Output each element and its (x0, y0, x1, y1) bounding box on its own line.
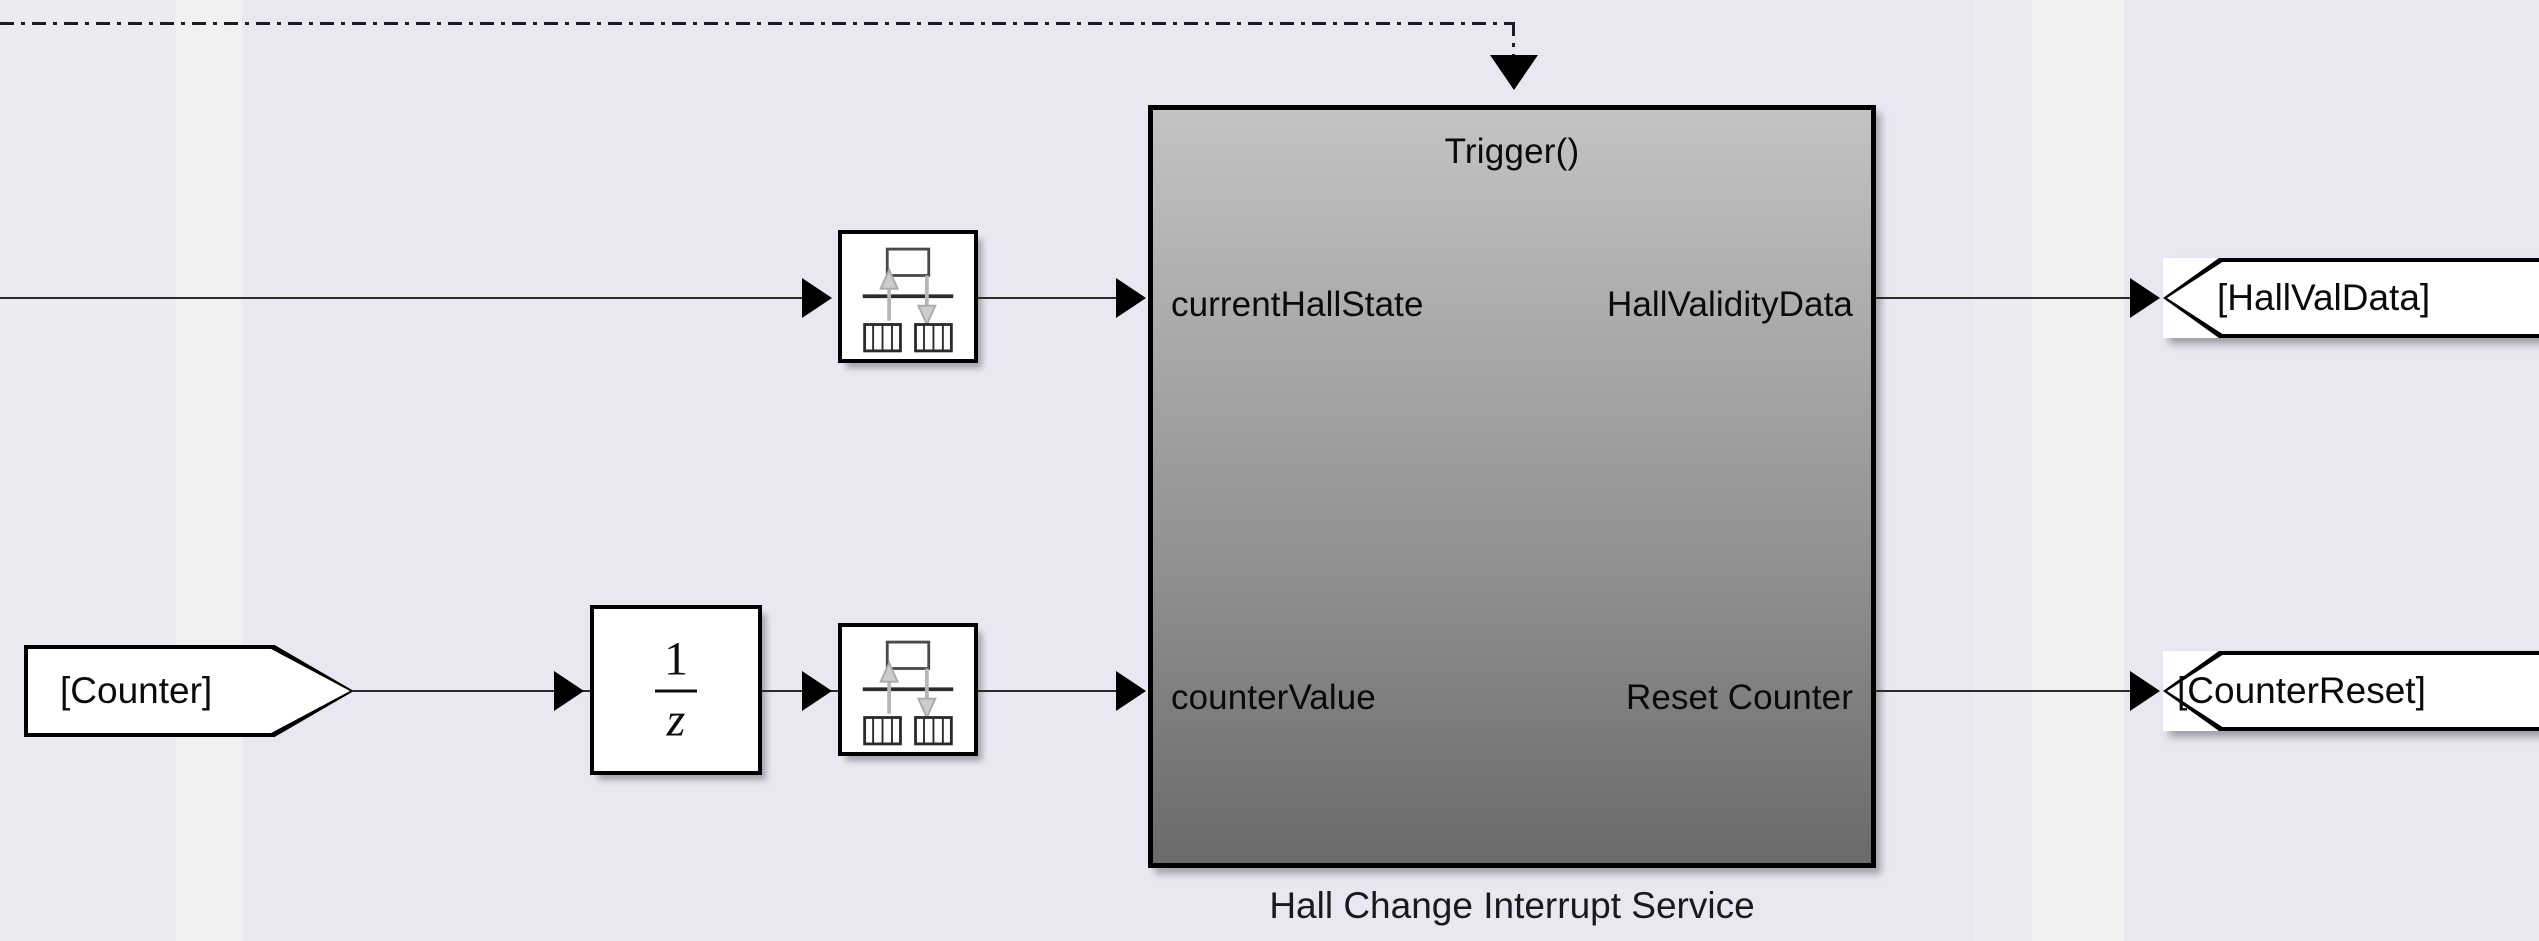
rate-transition-block-bottom[interactable] (838, 623, 978, 756)
signal-line-hallvaldata-out[interactable] (1876, 297, 2154, 299)
unit-delay-numerator: 1 (664, 632, 688, 686)
goto-tag-hallvaldata[interactable]: [HallValData] (2163, 258, 2539, 338)
subsystem-block[interactable]: Trigger() currentHallState HallValidityD… (1148, 105, 1876, 868)
arrowhead-icon-subsystem-in2 (1116, 671, 1146, 711)
signal-line-rt-top-to-subsystem[interactable] (978, 297, 1142, 299)
subsystem-trigger-label: Trigger() (1444, 132, 1580, 171)
subsystem-output-port-resetcounter: Reset Counter (1626, 678, 1853, 717)
trigger-signal-horizontal[interactable] (0, 22, 1515, 25)
signal-line-delay-to-rt-bottom[interactable] (762, 690, 840, 692)
arrowhead-icon-rt-bottom-input (802, 671, 832, 711)
subsystem-input-port-currenthallstate: currentHallState (1171, 285, 1424, 324)
arrowhead-icon-hallvaldata-tag (2130, 278, 2160, 318)
signal-line-rt-bottom-to-subsystem[interactable] (978, 690, 1142, 692)
arrowhead-icon-counterreset-tag (2130, 671, 2160, 711)
from-tag-counter-label: [Counter] (60, 670, 213, 711)
background-band-4 (1974, 0, 2032, 941)
rate-transition-icon (862, 247, 954, 353)
signal-line-counter-to-delay[interactable] (352, 690, 662, 692)
rate-transition-block-top[interactable] (838, 230, 978, 363)
goto-tag-hallvaldata-label: [HallValData] (2217, 277, 2431, 318)
background-band-5 (2032, 0, 2124, 941)
from-tag-counter[interactable]: [Counter] (24, 645, 354, 737)
unit-delay-icon: 1 z (594, 632, 758, 747)
trigger-arrowhead-icon (1490, 55, 1538, 90)
goto-tag-counterreset-label: [CounterReset] (2177, 670, 2426, 711)
unit-delay-block[interactable]: 1 z (590, 605, 762, 775)
goto-tag-counterreset[interactable]: [CounterReset] (2163, 651, 2539, 731)
unit-delay-fraction-bar (655, 689, 697, 693)
background-band-2 (176, 0, 242, 941)
subsystem-output-port-hallvaliditydata: HallValidityData (1606, 285, 1853, 324)
background-band-6 (2124, 0, 2539, 941)
unit-delay-denominator: z (666, 693, 686, 747)
rate-transition-icon (862, 640, 954, 746)
signal-line-hall-state-in[interactable] (0, 297, 810, 299)
arrowhead-icon-rt-top-input (802, 278, 832, 318)
signal-line-counterreset-out[interactable] (1876, 690, 2154, 692)
arrowhead-icon-unit-delay-input (554, 671, 584, 711)
trigger-signal-vertical[interactable] (1512, 22, 1515, 64)
background-band-1 (0, 0, 176, 941)
subsystem-caption: Hall Change Interrupt Service (1269, 885, 1755, 926)
arrowhead-icon-subsystem-in1 (1116, 278, 1146, 318)
subsystem-input-port-countervalue: counterValue (1171, 678, 1376, 717)
